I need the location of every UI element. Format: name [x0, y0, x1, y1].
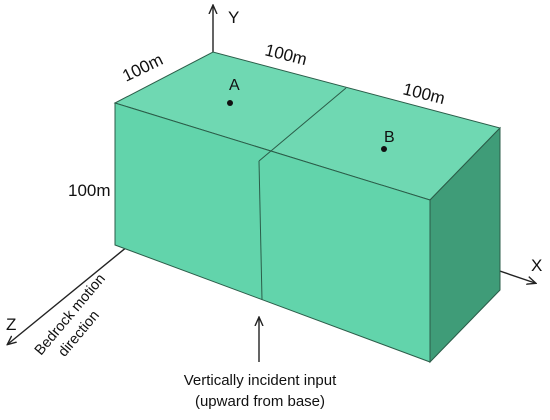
- y-axis-label: Y: [228, 8, 239, 27]
- box-side-face: [429, 126, 501, 364]
- height-dimension-label: 100m: [68, 181, 111, 200]
- point-b-label: B: [384, 129, 395, 146]
- input-label-line1: Vertically incident input: [184, 372, 337, 389]
- front-division-line: [258, 160, 263, 301]
- z-axis: [8, 241, 134, 344]
- z-axis-label: Z: [6, 315, 16, 334]
- point-b-marker: [381, 146, 387, 152]
- input-label-line2: (upward from base): [195, 393, 325, 410]
- width-left-dimension-label: 100m: [263, 40, 309, 69]
- point-a-label: A: [229, 77, 240, 94]
- x-axis-label: X: [531, 256, 542, 275]
- top-division-line: [258, 87, 347, 162]
- point-a-marker: [227, 100, 233, 106]
